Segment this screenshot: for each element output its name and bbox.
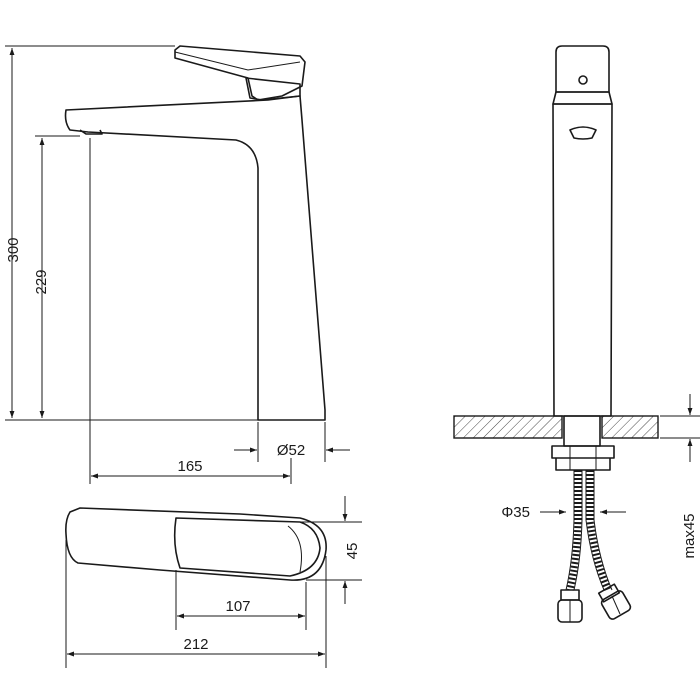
faucet-body-outline: [64, 95, 326, 421]
label-212: 212: [183, 636, 208, 653]
handle-base: [245, 77, 301, 101]
hose-right: [586, 470, 612, 592]
countertop-right: [601, 415, 659, 439]
front-handle-indicator: [578, 75, 588, 85]
fitting-right: [597, 583, 632, 620]
front-handle-base: [552, 91, 613, 105]
label-107: 107: [225, 598, 250, 615]
handle-lever-outline: [174, 45, 306, 101]
fitting-left: [557, 589, 583, 623]
label-300: 300: [5, 237, 22, 262]
label-165: 165: [177, 458, 202, 475]
spout-aerator: [79, 129, 103, 135]
label-max45: max45: [681, 513, 698, 558]
front-body-outline: [552, 103, 613, 417]
label-phi35: Φ35: [501, 504, 530, 521]
top-handle-outline: [173, 517, 321, 577]
top-body-outline: [65, 507, 327, 581]
mounting-shank: [563, 415, 601, 447]
top-handle-arc: [287, 525, 302, 573]
front-handle-outline: [555, 45, 610, 93]
label-d52: Ø52: [277, 442, 305, 459]
label-45: 45: [344, 543, 361, 560]
label-229: 229: [33, 269, 50, 294]
front-view: Φ35 max45: [453, 45, 700, 623]
side-view: 300 229 Ø52 165: [5, 45, 350, 484]
mounting-nut: [551, 445, 615, 471]
hose-left-edge: [565, 470, 583, 591]
hose-right-edge: [585, 470, 613, 591]
handle-lever-detail: [174, 51, 301, 71]
hose-left: [566, 470, 582, 591]
top-view: 45 107 212: [65, 496, 362, 668]
countertop-left: [453, 415, 563, 439]
front-aerator: [569, 126, 597, 140]
